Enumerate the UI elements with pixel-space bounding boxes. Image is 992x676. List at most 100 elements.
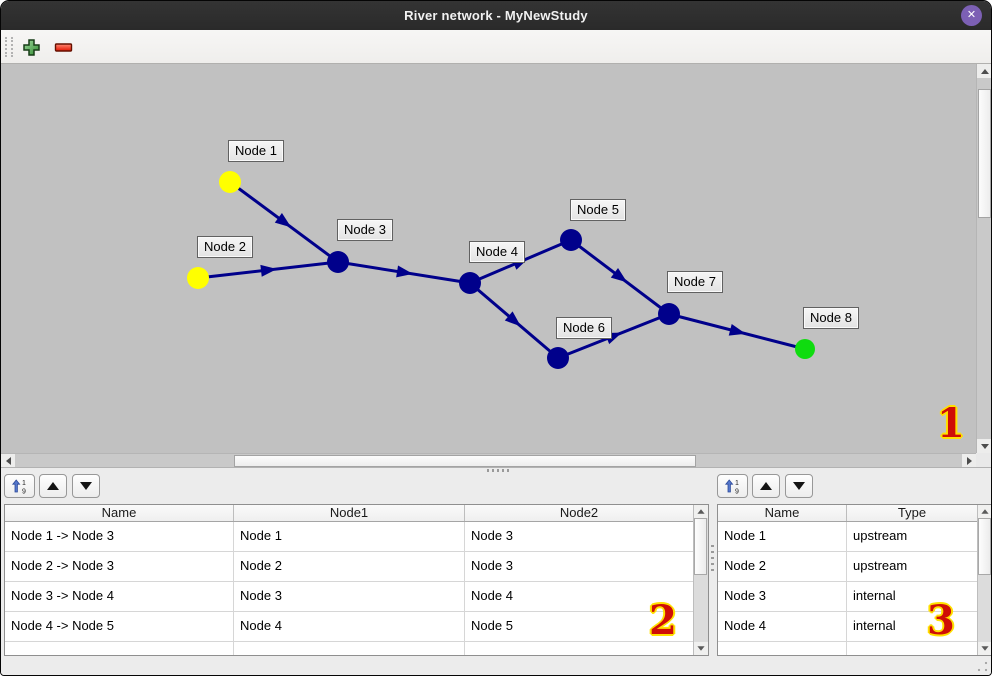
node-move-up-button[interactable] xyxy=(752,474,780,498)
scroll-up-icon xyxy=(981,509,989,514)
node-label-node-5[interactable]: Node 5 xyxy=(570,199,626,221)
cell[interactable]: Node 1 xyxy=(234,522,465,551)
flow-direction-arrow-icon xyxy=(728,323,746,336)
vertical-scrollbar-thumb[interactable] xyxy=(978,89,991,218)
cell xyxy=(847,642,977,655)
cell[interactable]: Node 3 -> Node 4 xyxy=(5,582,234,611)
node-circle-node-4[interactable] xyxy=(459,272,481,294)
cell[interactable]: Node 4 xyxy=(234,612,465,641)
reach-sort-button[interactable]: 1 9 xyxy=(4,474,35,498)
node-circle-node-5[interactable] xyxy=(560,229,582,251)
cell[interactable]: Node 3 xyxy=(718,582,847,611)
node-label-node-7[interactable]: Node 7 xyxy=(667,271,723,293)
column-header-type[interactable]: Type xyxy=(897,505,927,520)
cell[interactable]: Node 2 xyxy=(718,552,847,581)
scroll-left-icon xyxy=(5,456,11,465)
node-circle-node-8[interactable] xyxy=(795,339,815,359)
cell[interactable]: Node 4 xyxy=(718,612,847,641)
cell[interactable]: Node 2 -> Node 3 xyxy=(5,552,234,581)
node-circle-node-7[interactable] xyxy=(658,303,680,325)
toolbar-drag-handle-icon[interactable] xyxy=(5,37,13,57)
canvas-horizontal-scrollbar[interactable] xyxy=(1,453,976,467)
splitter-grip-icon xyxy=(487,469,509,472)
node-circle-node-2[interactable] xyxy=(187,267,209,289)
column-header-name[interactable]: Name xyxy=(5,505,234,521)
cell[interactable]: Node 3 xyxy=(234,582,465,611)
scrollbar-thumb[interactable] xyxy=(978,518,991,575)
node-table-scrollbar[interactable] xyxy=(977,505,991,655)
node-label-node-4[interactable]: Node 4 xyxy=(469,241,525,263)
resize-grip-icon[interactable] xyxy=(977,661,988,672)
down-arrow-icon xyxy=(793,482,805,490)
column-header-node2[interactable]: Node2 xyxy=(559,505,599,520)
scroll-left-button[interactable] xyxy=(1,454,15,467)
titlebar[interactable]: River network - MyNewStudy ✕ xyxy=(1,1,991,30)
cell[interactable]: Node 2 xyxy=(234,552,465,581)
scroll-up-button[interactable] xyxy=(978,505,991,518)
scroll-up-button[interactable] xyxy=(977,64,991,78)
table-row[interactable]: Node 2 upstream xyxy=(718,552,977,582)
add-button[interactable] xyxy=(21,37,41,57)
scroll-down-button[interactable] xyxy=(978,642,991,655)
cell[interactable]: internal xyxy=(853,618,896,633)
scroll-down-button[interactable] xyxy=(694,642,708,655)
flow-direction-arrow-icon xyxy=(504,311,521,327)
table-row[interactable]: Node 4 internal xyxy=(718,612,977,642)
scrollbar-thumb[interactable] xyxy=(694,518,707,575)
svg-text:9: 9 xyxy=(735,488,739,495)
cell[interactable]: Node 5 xyxy=(471,618,513,633)
reach-move-up-button[interactable] xyxy=(39,474,67,498)
cell[interactable]: internal xyxy=(853,588,896,603)
cell[interactable]: Node 3 xyxy=(471,558,513,573)
node-label-node-2[interactable]: Node 2 xyxy=(197,236,253,258)
close-icon: ✕ xyxy=(966,9,977,21)
scroll-down-button[interactable] xyxy=(977,439,991,453)
up-arrow-icon xyxy=(47,482,59,490)
remove-button[interactable] xyxy=(53,37,73,57)
reach-table-scrollbar[interactable] xyxy=(693,505,708,655)
cell[interactable]: Node 4 xyxy=(471,588,513,603)
node-circle-node-1[interactable] xyxy=(219,171,241,193)
column-header-name[interactable]: Name xyxy=(718,505,847,521)
plus-icon xyxy=(22,38,40,56)
scroll-down-icon xyxy=(697,646,705,651)
table-row[interactable]: Node 3 internal xyxy=(718,582,977,612)
node-label-node-8[interactable]: Node 8 xyxy=(803,307,859,329)
canvas-vertical-scrollbar[interactable] xyxy=(976,64,991,453)
network-canvas[interactable]: Node 1 Node 2 Node 3 Node 4 Node 5 Node 6 Node… xyxy=(1,64,976,453)
node-label-node-6[interactable]: Node 6 xyxy=(556,317,612,339)
cell[interactable]: Node 3 xyxy=(471,528,513,543)
cell[interactable]: upstream xyxy=(853,558,908,573)
reach-move-down-button[interactable] xyxy=(72,474,100,498)
scroll-down-icon xyxy=(981,646,989,651)
cell[interactable]: Node 1 -> Node 3 xyxy=(5,522,234,551)
horizontal-splitter[interactable] xyxy=(1,467,991,473)
column-header-node1[interactable]: Node1 xyxy=(234,505,465,521)
cell[interactable]: upstream xyxy=(853,528,908,543)
node-sort-button[interactable]: 1 9 xyxy=(717,474,748,498)
node-circle-node-6[interactable] xyxy=(547,347,569,369)
up-arrow-icon xyxy=(760,482,772,490)
table-header: Name Type xyxy=(718,505,977,522)
vertical-splitter[interactable] xyxy=(711,545,714,573)
svg-text:1: 1 xyxy=(22,480,26,487)
table-row[interactable]: Node 1 upstream xyxy=(718,522,977,552)
cell[interactable]: Node 1 xyxy=(718,522,847,551)
close-button[interactable]: ✕ xyxy=(961,5,982,26)
scroll-right-button[interactable] xyxy=(962,454,976,467)
scroll-up-button[interactable] xyxy=(694,505,708,518)
node-move-down-button[interactable] xyxy=(785,474,813,498)
node-label-node-3[interactable]: Node 3 xyxy=(337,219,393,241)
node-circle-node-3[interactable] xyxy=(327,251,349,273)
annotation-2: 2 xyxy=(649,597,677,644)
minus-icon xyxy=(54,42,72,52)
cell[interactable]: Node 4 -> Node 5 xyxy=(5,612,234,641)
horizontal-scrollbar-thumb[interactable] xyxy=(234,455,696,467)
node-label-node-1[interactable]: Node 1 xyxy=(228,140,284,162)
